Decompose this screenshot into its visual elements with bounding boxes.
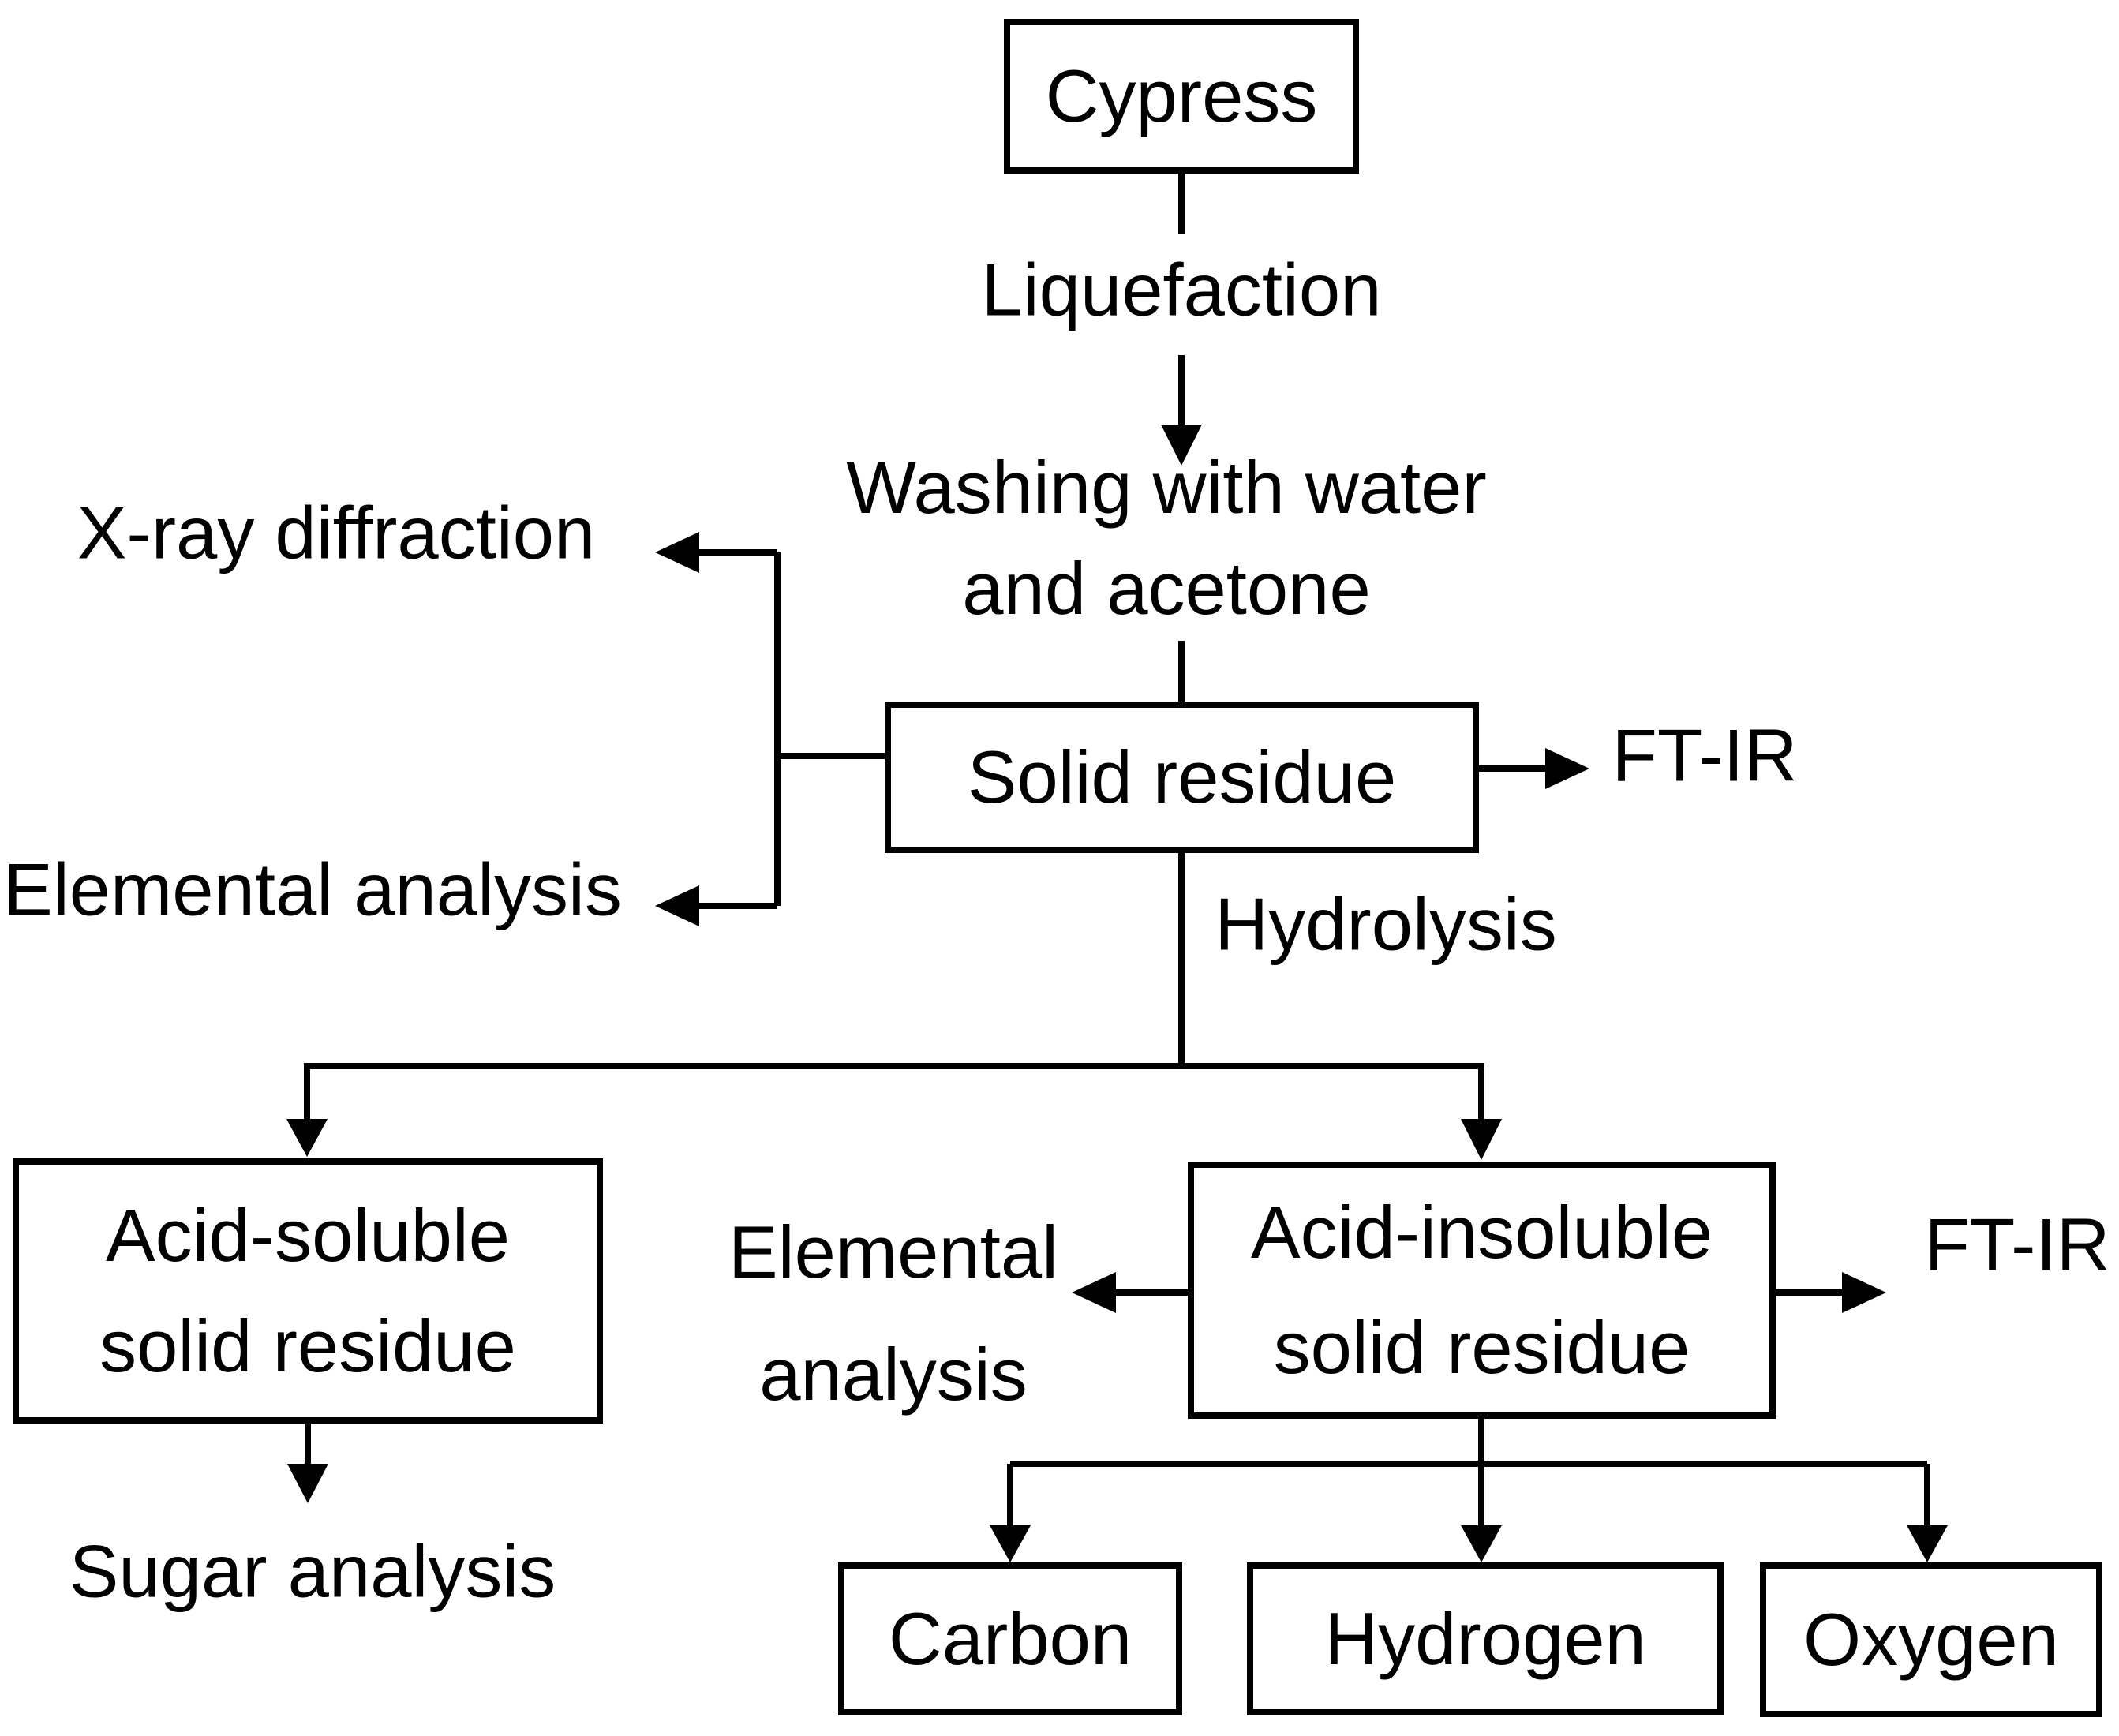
label-sugar-analysis: Sugar analysis [69, 1529, 556, 1613]
label-washing: Washing with water and acetone [846, 437, 1486, 639]
label-ftir-top: FT-IR [1612, 713, 1798, 797]
label-xray-diffraction: X-ray diffraction [77, 491, 596, 574]
node-carbon-label: Carbon [888, 1596, 1133, 1680]
edge-solid-residue-left-junction [774, 552, 885, 906]
label-elemental-bottom-line2: analysis [759, 1333, 1028, 1416]
node-oxygen-label: Oxygen [1803, 1597, 2059, 1681]
arrowhead-left-elemental-top [655, 885, 699, 926]
node-acid-insoluble-label-line2: solid residue [1273, 1306, 1690, 1389]
arrowhead-left-xray [655, 532, 699, 573]
label-elemental-analysis-bottom: Elemental analysis [728, 1191, 1058, 1435]
node-hydrogen-label: Hydrogen [1324, 1596, 1646, 1680]
label-elemental-analysis-top: Elemental analysis [3, 847, 622, 931]
arrowhead-down-acid-insoluble [1461, 1119, 1502, 1160]
arrowhead-down-hydrogen [1461, 1525, 1502, 1562]
label-ftir-bottom: FT-IR [1924, 1203, 2110, 1286]
label-washing-line1: Washing with water [846, 446, 1487, 529]
node-cypress-label: Cypress [1045, 54, 1318, 137]
label-elemental-bottom-line1: Elemental [728, 1210, 1058, 1293]
node-cypress: Cypress [1004, 19, 1359, 174]
node-solid-residue: Solid residue [885, 702, 1479, 853]
arrowhead-left-elemental-bottom [1072, 1272, 1116, 1313]
arrowhead-down-sugar [287, 1464, 328, 1503]
arrowhead-right-ftir-top [1545, 748, 1589, 789]
arrowhead-down-washing [1161, 425, 1202, 466]
node-hydrogen: Hydrogen [1247, 1562, 1724, 1715]
node-acid-soluble: Acid-soluble solid residue [13, 1158, 603, 1424]
arrowhead-down-oxygen [1907, 1525, 1948, 1562]
arrowhead-right-ftir-bottom [1842, 1272, 1886, 1313]
node-acid-soluble-label-line1: Acid-soluble [105, 1194, 511, 1277]
label-liquefaction: Liquefaction [981, 248, 1382, 331]
arrowhead-down-carbon [990, 1525, 1031, 1562]
label-washing-line2: and acetone [962, 547, 1371, 630]
node-oxygen: Oxygen [1760, 1562, 2102, 1717]
node-acid-soluble-label-line2: solid residue [99, 1304, 516, 1387]
node-acid-insoluble: Acid-insoluble solid residue [1188, 1162, 1776, 1419]
label-hydrolysis: Hydrolysis [1215, 882, 1557, 966]
arrowhead-down-acid-soluble [286, 1119, 328, 1157]
node-carbon: Carbon [838, 1562, 1182, 1715]
node-solid-residue-label: Solid residue [967, 735, 1397, 818]
node-acid-insoluble-label-line1: Acid-insoluble [1250, 1191, 1713, 1274]
